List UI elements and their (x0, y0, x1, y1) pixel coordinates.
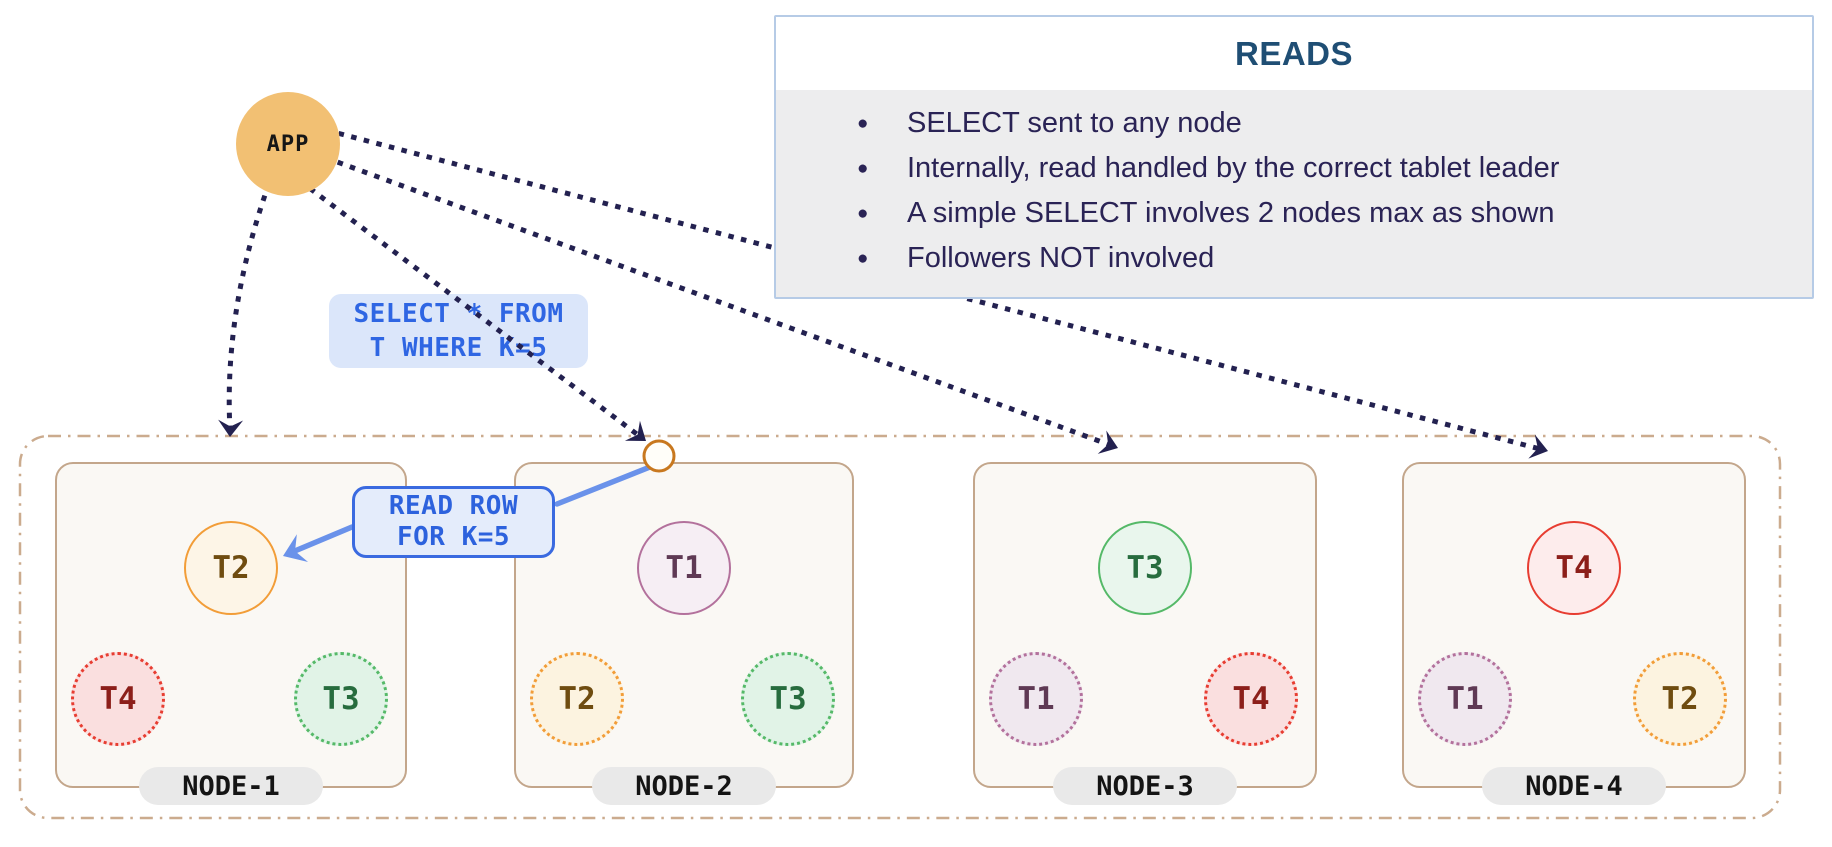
app-label: APP (266, 131, 310, 157)
blue-arrowhead-icon (283, 534, 309, 563)
node-4: T4 T1 T2 NODE-4 (1402, 462, 1746, 805)
tablet-label: T4 (1232, 681, 1270, 717)
reads-panel-header: READS (776, 17, 1812, 90)
sql-select-line1: SELECT * FROM (353, 299, 564, 329)
tablet-label: T2 (212, 550, 250, 586)
node-2: T1 T2 T3 NODE-2 (514, 462, 854, 805)
blue-arrow-callout-to-t2 (287, 524, 355, 556)
arrowhead-icon (218, 419, 244, 437)
tablet-label: T1 (1017, 681, 1055, 717)
tablet-t3-follower: T3 (741, 652, 835, 746)
reads-panel: READS ● SELECT sent to any node ● Intern… (774, 15, 1814, 299)
read-row-callout: READ ROW FOR K=5 (352, 486, 555, 558)
app-client-circle: APP (236, 92, 340, 196)
dotted-arrow-to-node4 (337, 130, 1544, 453)
node-3: T3 T1 T4 NODE-3 (973, 462, 1317, 805)
tablet-label: T3 (769, 681, 807, 717)
tablet-t1-follower: T1 (989, 652, 1083, 746)
bullet-item: ● Internally, read handled by the correc… (857, 152, 1560, 184)
tablet-label: T4 (99, 681, 137, 717)
tablet-t2-follower: T2 (530, 652, 624, 746)
node-1: T2 T4 T3 NODE-1 (55, 462, 407, 805)
dotted-arrow-to-node2 (308, 186, 646, 442)
tablet-label: T2 (1661, 681, 1699, 717)
tablet-t4-follower: T4 (1204, 652, 1298, 746)
sql-select-line2: T WHERE K=5 (369, 333, 548, 363)
node-3-label: NODE-3 (1053, 767, 1237, 805)
dotted-arrow-to-node1 (226, 194, 268, 433)
bullet-item: ● A simple SELECT involves 2 nodes max a… (857, 197, 1555, 229)
tablet-label: T3 (1126, 550, 1164, 586)
tablet-t4-follower: T4 (71, 652, 165, 746)
read-row-line1: READ ROW (388, 491, 519, 521)
blue-line-circle-to-callout (554, 464, 653, 507)
tablet-label: T2 (558, 681, 596, 717)
bullet-icon: ● (857, 112, 869, 134)
reads-panel-body: ● SELECT sent to any node ● Internally, … (776, 90, 1812, 297)
bullet-icon: ● (857, 247, 869, 269)
tablet-t4-leader: T4 (1527, 521, 1621, 615)
sql-select-label: SELECT * FROM T WHERE K=5 (329, 294, 588, 368)
reads-panel-title: READS (1234, 34, 1354, 72)
tablet-label: T3 (322, 681, 360, 717)
node-4-label: NODE-4 (1482, 767, 1666, 805)
tablet-t2-leader: T2 (184, 521, 278, 615)
tablet-t1-leader: T1 (637, 521, 731, 615)
tablet-label: T4 (1555, 550, 1593, 586)
tablet-t2-follower: T2 (1633, 652, 1727, 746)
bullet-item: ● SELECT sent to any node (857, 107, 1242, 139)
bullet-icon: ● (857, 157, 869, 179)
open-circle-marker (642, 439, 676, 473)
bullet-item: ● Followers NOT involved (857, 242, 1215, 274)
tablet-t1-follower: T1 (1418, 652, 1512, 746)
bullet-icon: ● (857, 202, 869, 224)
arrowhead-icon (1528, 434, 1548, 459)
tablet-t3-follower: T3 (294, 652, 388, 746)
node-1-label: NODE-1 (139, 767, 323, 805)
arrowhead-icon (624, 420, 646, 441)
tablet-label: T1 (1446, 681, 1484, 717)
tablet-t3-leader: T3 (1098, 521, 1192, 615)
tablet-label: T1 (665, 550, 703, 586)
node-2-label: NODE-2 (592, 767, 776, 805)
arrowhead-icon (1097, 430, 1118, 454)
read-row-line2: FOR K=5 (396, 522, 511, 552)
